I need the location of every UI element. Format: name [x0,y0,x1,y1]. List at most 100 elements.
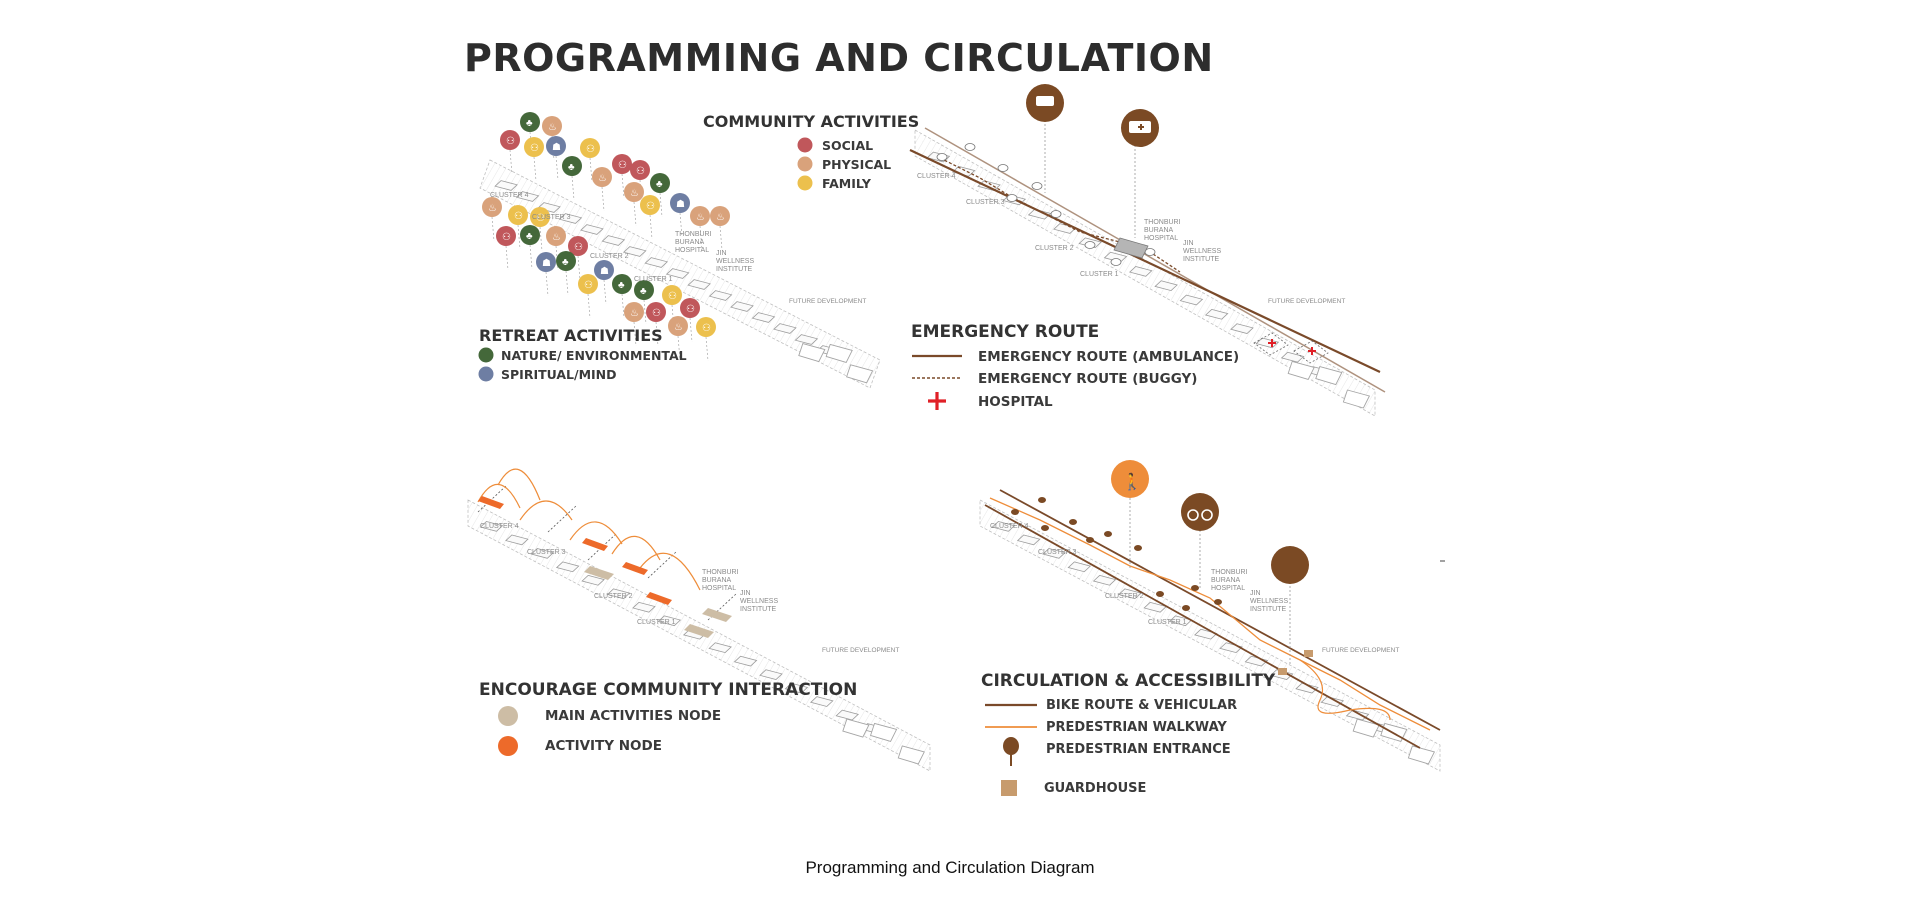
leader-line [699,225,703,251]
node-marker [964,143,976,151]
leader-line [533,156,537,182]
pedestrian-entrance [1069,519,1077,525]
building-block [1154,280,1178,292]
activity-marker-icon: ⚇ [514,211,523,222]
activity-marker [670,193,690,213]
legend-swatch [478,366,494,382]
activity-marker-icon: ⚇ [536,213,545,224]
legend-activity-node [498,736,518,756]
legend-main-node-label: MAIN ACTIVITIES NODE [545,708,722,724]
node-marker [1006,194,1018,202]
legend-family-label: FAMILY [822,176,871,191]
activity-marker [556,251,576,271]
building-block [601,235,626,246]
legend-nature-label: NATURE/ ENVIRONMENTAL [501,348,687,363]
leader-line [633,321,637,347]
building-block [708,290,733,301]
destination-marker [1271,546,1309,584]
activity-marker-icon: ⚇ [668,291,677,302]
walking-icon-glyph: 🚶 [1122,472,1142,491]
building-block [1016,534,1041,546]
activity-marker [496,226,516,246]
building-block [730,301,754,312]
activity-node-block [582,538,608,551]
institute-label: WELLNESS [716,258,754,265]
leader-line [577,255,581,281]
building-block [494,180,518,191]
building-block [1345,709,1370,721]
activity-marker [542,116,562,136]
activity-marker-icon: ⚇ [506,136,515,147]
building-block [810,696,834,707]
hospital-site [1253,332,1289,356]
leader-line [509,149,513,175]
building-block [1067,561,1092,573]
activity-marker-icon: ⚇ [530,143,539,154]
hospital-label: BURANA [702,577,732,584]
bicycle-icon [1181,493,1219,531]
leader-line [621,293,625,319]
leader-line [517,224,521,250]
cluster-label: CLUSTER 2 [594,593,633,600]
future-label: FUTURE DEVELOPMENT [822,647,899,654]
hospital-label: HOSPITAL [702,585,736,592]
cluster-label: CLUSTER 4 [480,523,519,530]
activity-marker-icon: ♣ [526,118,533,129]
leader-line [643,299,647,325]
building-block [1179,294,1204,306]
building-block [1092,574,1117,586]
activity-marker [546,136,566,156]
future-block [1315,366,1343,386]
future-block [1352,718,1380,738]
main-node-block [702,608,732,622]
building-block [622,246,647,257]
hospital-cross [1268,339,1276,347]
legend-bike-route-label: BIKE ROUTE & VEHICULAR [1046,698,1238,713]
activity-marker [500,130,520,150]
vehicular-route [999,489,1441,731]
cluster-label: CLUSTER 2 [590,253,629,260]
hospital-label: THONBURI [675,231,712,238]
activity-marker [562,156,582,176]
building-block [1280,351,1305,363]
leader-line [719,225,723,251]
activity-marker [594,260,614,280]
legend-main-node [498,706,518,726]
activity-marker [508,205,528,225]
future-block [1287,360,1315,380]
legend-entrance-marker [1003,737,1019,755]
hospital-cross [1308,347,1316,355]
building-block [530,548,555,559]
building-block [733,655,758,667]
activity-marker [580,138,600,158]
activity-marker-icon: ☗ [552,142,561,153]
activity-marker [646,302,666,322]
activity-marker [520,225,540,245]
building-block [1230,323,1254,334]
leader-line [587,293,591,319]
activity-marker-icon: ♨ [552,232,561,243]
activity-marker-icon: ♣ [526,231,533,242]
leader-line [589,157,593,183]
cluster-label: CLUSTER 1 [1148,619,1187,626]
institute-label: INSTITUTE [716,266,752,273]
activity-marker-icon: ⚇ [646,201,655,212]
activity-marker-icon: ⚇ [618,160,627,171]
activity-marker [640,195,660,215]
leader-line [655,321,659,347]
building-block [665,268,690,279]
activity-marker-icon: ♨ [488,203,497,214]
future-block [825,343,853,363]
leader-line [571,175,575,201]
hospital-label: THONBURI [1211,569,1248,576]
cluster-label: CLUSTER 2 [1035,245,1074,252]
institute-label: JIN [1183,240,1194,247]
leader-line [529,244,533,270]
building-block [835,709,860,721]
ambulance-route [909,149,1381,373]
activity-marker-icon: ♣ [562,257,569,268]
institute-label: WELLNESS [1183,248,1221,255]
leader-line [565,270,569,296]
